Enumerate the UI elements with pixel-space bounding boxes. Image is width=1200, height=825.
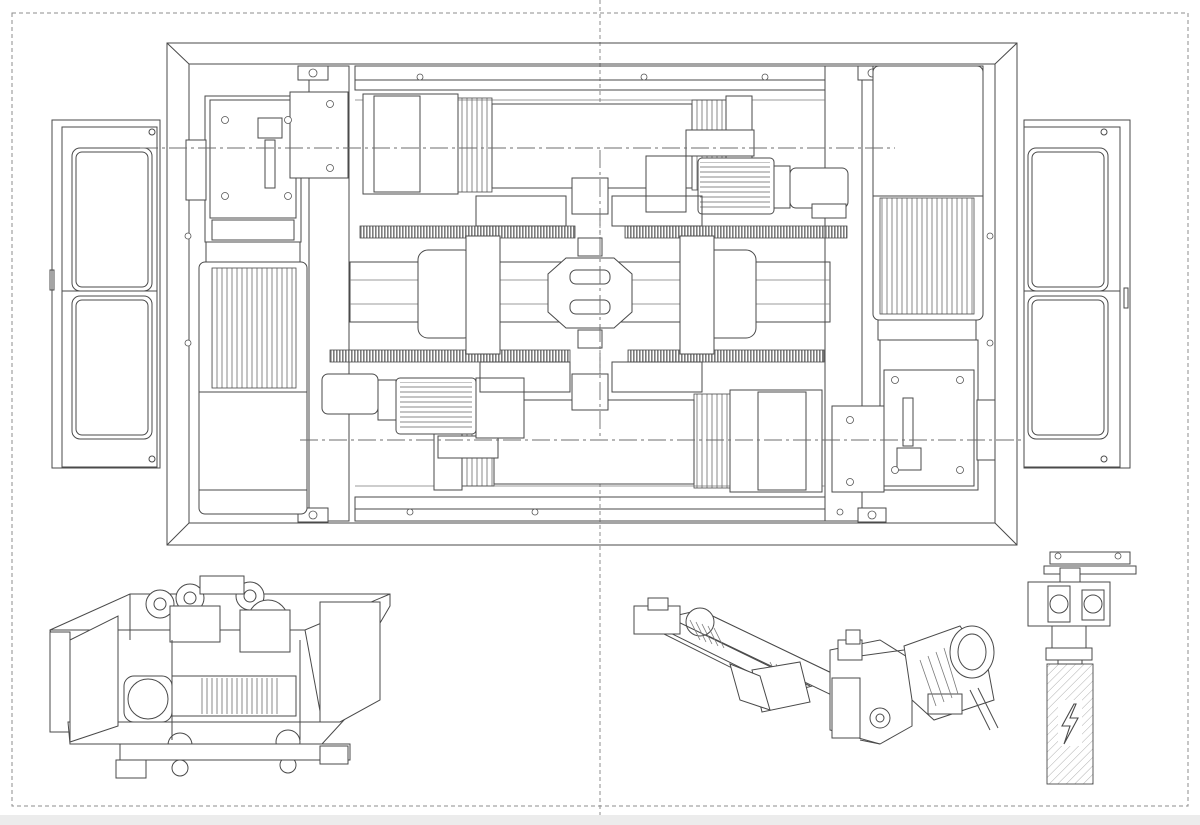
lower-rope-drum	[433, 389, 823, 493]
left-gearbox	[185, 91, 349, 243]
outer-frame	[166, 42, 1018, 546]
right-hoist-motor	[872, 65, 984, 341]
left-hoist-motor	[198, 239, 308, 515]
lightning-bolt-icon	[1058, 700, 1082, 746]
isometric-drum-motor-view	[633, 597, 999, 745]
right-end-carriage	[1023, 119, 1131, 469]
trolley-wheels	[349, 195, 831, 393]
lower-trolley-motor	[321, 373, 525, 459]
mounting-bolts	[184, 73, 994, 516]
lower-gear-rack	[329, 349, 825, 363]
center-lines	[140, 147, 1025, 441]
upper-trolley-motor	[645, 129, 849, 219]
left-end-carriage	[49, 119, 161, 469]
top-plan-view	[49, 42, 1131, 546]
upper-gear-rack	[359, 225, 848, 239]
hook-block	[547, 177, 633, 411]
right-gearbox	[831, 339, 996, 493]
side-section-view	[1027, 551, 1137, 785]
isometric-trolley-view	[49, 575, 391, 779]
